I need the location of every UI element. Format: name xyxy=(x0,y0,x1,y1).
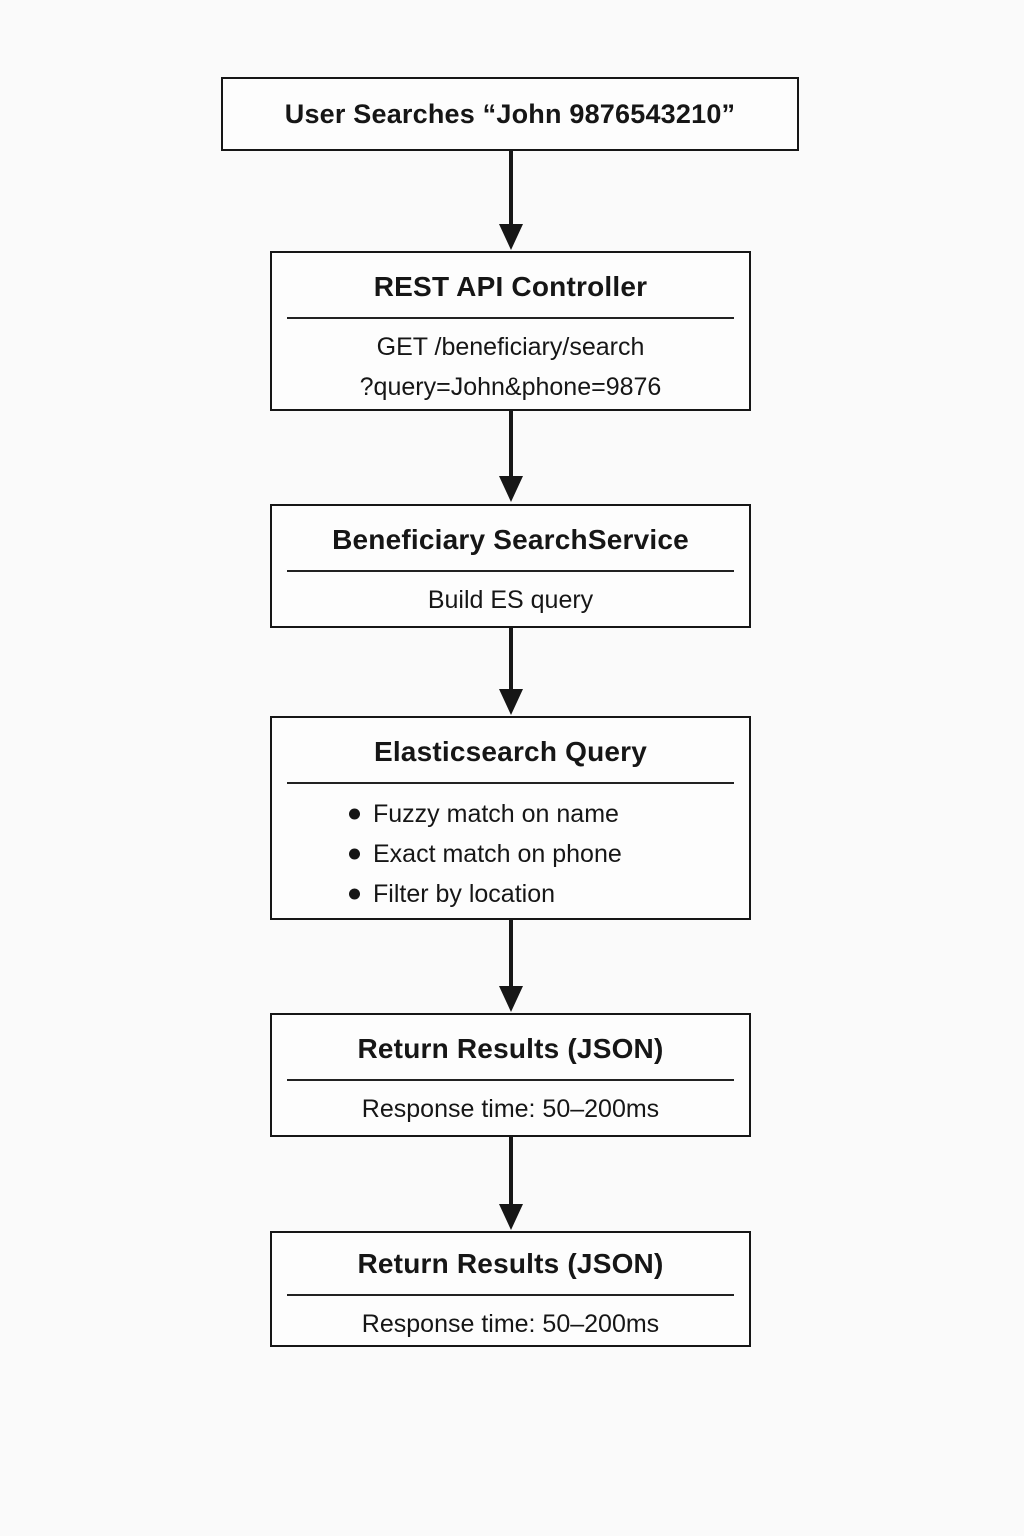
title-divider xyxy=(287,570,734,572)
flow-arrow-down-icon xyxy=(499,920,523,1012)
query-feature-list: Fuzzy match on name Exact match on phone… xyxy=(272,784,749,924)
query-string-line: ?query=John&phone=9876 xyxy=(359,373,662,401)
node-return-results-title: Return Results (JSON) xyxy=(357,1033,664,1064)
node-elasticsearch-query: Elasticsearch Query Fuzzy match on name … xyxy=(270,716,751,920)
node-return-results-title: Return Results (JSON) xyxy=(357,1248,664,1279)
node-beneficiary-search-service-body: Build ES query xyxy=(272,572,749,628)
node-beneficiary-search-service-title: Beneficiary SearchService xyxy=(332,524,689,555)
bullet-filter-location: Filter by location xyxy=(349,874,739,914)
node-rest-api-controller-body: GET /beneficiary/search ?query=John&phon… xyxy=(272,319,749,415)
flow-arrow-down-icon xyxy=(499,151,523,250)
node-rest-api-controller: REST API Controller GET /beneficiary/sea… xyxy=(270,251,751,411)
endpoint-line: GET /beneficiary/search xyxy=(376,333,645,361)
flow-arrow-down-icon xyxy=(499,628,523,715)
bullet-exact-match: Exact match on phone xyxy=(349,834,739,874)
response-time-line: Response time: 50–200ms xyxy=(361,1095,660,1123)
node-return-results-json-1: Return Results (JSON) Response time: 50–… xyxy=(270,1013,751,1137)
node-elasticsearch-query-title: Elasticsearch Query xyxy=(373,736,648,767)
node-rest-api-controller-title: REST API Controller xyxy=(373,271,648,302)
node-return-results-json-2: Return Results (JSON) Response time: 50–… xyxy=(270,1231,751,1347)
node-user-search-title: User Searches “John 9876543210” xyxy=(284,98,736,129)
title-divider xyxy=(287,1294,734,1296)
flow-arrow-down-icon xyxy=(499,1137,523,1230)
response-time-line: Response time: 50–200ms xyxy=(361,1310,660,1338)
node-return-results-body: Response time: 50–200ms xyxy=(272,1296,749,1352)
node-user-search: User Searches “John 9876543210” xyxy=(221,77,799,151)
bullet-fuzzy-match: Fuzzy match on name xyxy=(349,794,739,834)
title-divider xyxy=(287,1079,734,1081)
node-beneficiary-search-service: Beneficiary SearchService Build ES query xyxy=(270,504,751,628)
title-divider xyxy=(287,317,734,319)
title-divider xyxy=(287,782,734,784)
build-es-query-line: Build ES query xyxy=(427,586,594,614)
node-return-results-body: Response time: 50–200ms xyxy=(272,1081,749,1137)
flow-arrow-down-icon xyxy=(499,411,523,502)
